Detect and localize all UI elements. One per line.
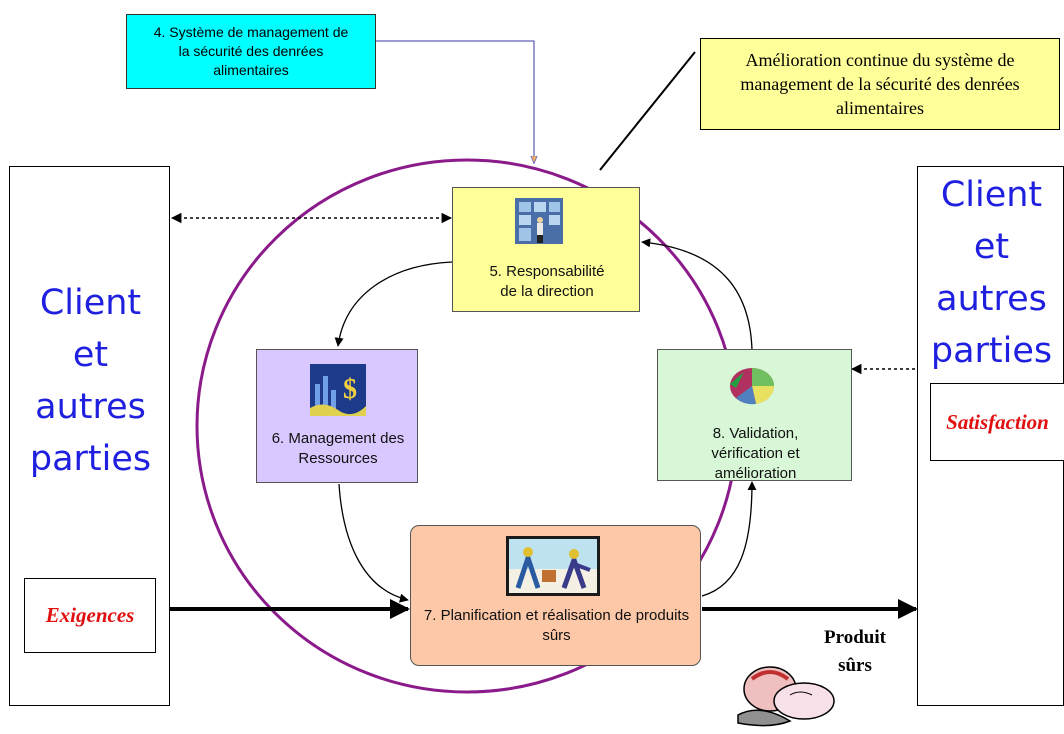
process-box-responsabilite: 5. Responsabilité de la direction xyxy=(452,187,640,312)
improvement-note: Amélioration continue du système de mana… xyxy=(700,38,1060,130)
validation-label: 8. Validation, vérification et améliorat… xyxy=(711,425,800,482)
process-box-ressources: $ 6. Management des Ressources xyxy=(256,349,418,483)
process-box-planification: 7. Planification et réalisation de produ… xyxy=(410,525,701,666)
process-box-validation: 8. Validation, vérification et améliorat… xyxy=(657,349,852,482)
arrow-7-to-8 xyxy=(701,481,757,597)
svg-text:$: $ xyxy=(343,374,357,405)
arrow-8-to-5 xyxy=(641,238,753,351)
system-box: 4. Système de management de la sécurité … xyxy=(126,14,376,89)
system-connector xyxy=(376,40,534,163)
ressources-label: 6. Management des Ressources xyxy=(271,430,405,467)
pie-chart-icon xyxy=(726,358,778,408)
arrow-6-to-7 xyxy=(338,483,409,603)
finance-chart-icon: $ xyxy=(310,364,366,416)
note-callout-line xyxy=(599,51,696,171)
workers-icon xyxy=(506,536,600,596)
food-clipart-icon xyxy=(730,655,840,729)
right-stakeholder-tag: Satisfaction xyxy=(930,383,1064,461)
arrow-5-to-6 xyxy=(334,261,453,347)
left-stakeholder-tag: Exigences xyxy=(24,578,156,653)
building-person-icon xyxy=(515,198,563,244)
improvement-note-label: Amélioration continue du système de mana… xyxy=(740,50,1020,118)
planification-label: 7. Planification et réalisation de produ… xyxy=(423,607,690,644)
system-box-label: 4. Système de management de la sécurité … xyxy=(153,24,349,78)
responsabilite-label: 5. Responsabilité de la direction xyxy=(489,263,605,300)
